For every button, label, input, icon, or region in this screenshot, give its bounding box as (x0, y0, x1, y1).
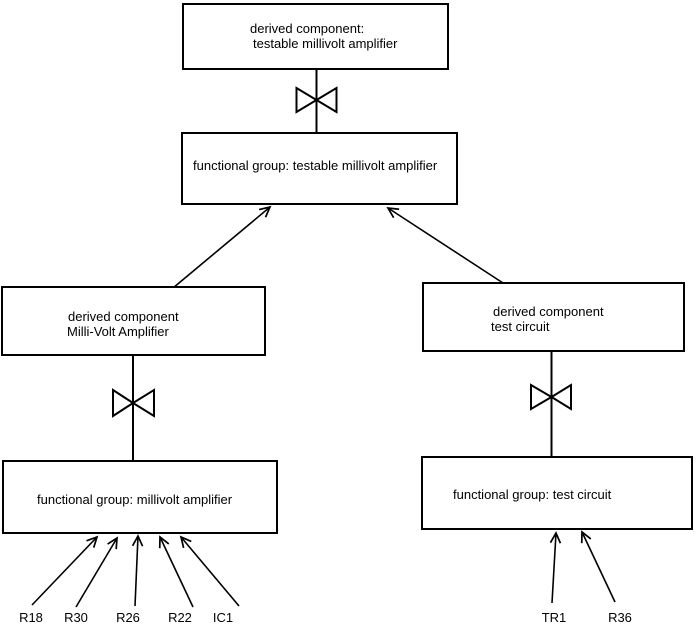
bowtie-left-triangle (530, 383, 554, 411)
node-box (181, 132, 458, 205)
component-label-r26: R26 (116, 610, 140, 625)
node-box (2, 460, 278, 534)
arrow-r18 (31, 535, 99, 606)
node-functional-group-testable-amplifier: functional group: testable millivolt amp… (181, 132, 458, 205)
component-label-r22: R22 (168, 610, 192, 625)
arrow-ic1 (179, 535, 240, 607)
bowtie-right-triangle (314, 86, 338, 114)
component-label-r30: R30 (64, 610, 88, 625)
node-label: functional group: testable millivolt amp… (193, 158, 438, 173)
node-derived-test-circuit: derived component test circuit (422, 282, 685, 352)
arrow-derived-tc-to-fg-testable (386, 206, 504, 284)
node-box (1, 286, 266, 356)
arrow-tr1 (549, 531, 562, 604)
millivolt-amplifier-components: R18 R30 R26 R22 IC1 (19, 610, 233, 625)
node-label: derived component (493, 304, 604, 319)
bowtie-right-triangle (549, 383, 572, 411)
bowtie-left-triangle (112, 388, 135, 418)
component-label-r18: R18 (19, 610, 43, 625)
bowtie-left-triangle (295, 86, 319, 114)
node-box (182, 3, 449, 70)
bowtie-transformation-icon (530, 383, 572, 411)
bowtie-right-triangle (131, 388, 155, 418)
arrow-r22 (158, 535, 194, 608)
component-label-r36: R36 (608, 610, 632, 625)
node-functional-group-test-circuit: functional group: test circuit (421, 456, 693, 530)
node-label: functional group: test circuit (453, 487, 612, 502)
node-label: derived component: (250, 21, 364, 36)
arrow-r30 (75, 536, 118, 608)
arrow-derived-mv-to-fg-testable (172, 205, 272, 289)
bowtie-transformation-icon (112, 388, 155, 418)
node-label: derived component (68, 309, 179, 324)
component-label-tr1: TR1 (542, 610, 567, 625)
node-box (421, 456, 693, 530)
node-label: Milli-Volt Amplifier (67, 324, 170, 339)
component-label-ic1: IC1 (213, 610, 233, 625)
node-derived-testable-amplifier: derived component: testable millivolt am… (182, 3, 449, 70)
test-circuit-components: TR1 R36 (542, 610, 632, 625)
arrow-r26 (131, 534, 144, 607)
node-label: test circuit (491, 319, 550, 334)
node-functional-group-millivolt-amplifier: functional group: millivolt amplifier (2, 460, 278, 534)
bowtie-transformation-icon (295, 86, 338, 114)
arrow-r36 (580, 530, 616, 603)
node-derived-millivolt-amplifier: derived component Milli-Volt Amplifier (1, 286, 266, 356)
node-box (422, 282, 685, 352)
node-label: testable millivolt amplifier (253, 36, 398, 51)
node-label: functional group: millivolt amplifier (37, 492, 233, 507)
